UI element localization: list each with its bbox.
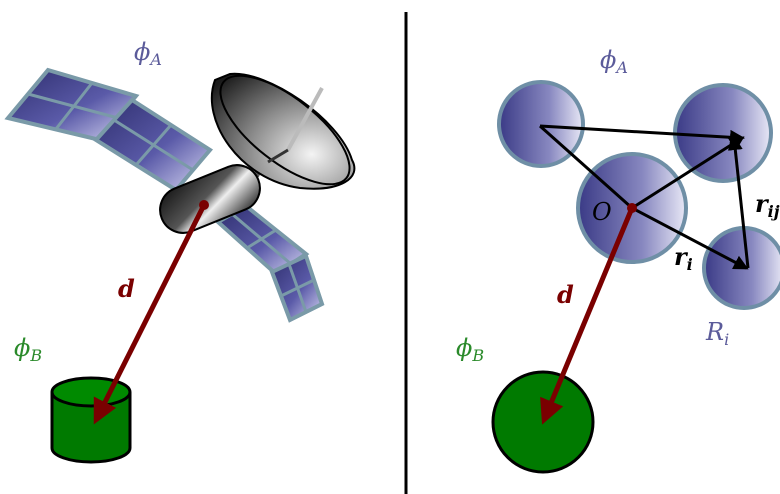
cylinder-target-icon (50, 376, 132, 464)
sphere-target-icon (491, 370, 595, 474)
origin-dot-left (199, 200, 209, 210)
origin-dot-right (627, 203, 637, 213)
dish-antenna-icon (210, 72, 356, 190)
satellite-icon (159, 164, 261, 234)
r-i-label: ri (674, 242, 693, 274)
radius-label: Ri (705, 318, 729, 349)
phi-a-label-right: ϕA (600, 46, 628, 77)
sphere-bottom-right (702, 226, 780, 310)
sphere-top-right (673, 83, 773, 183)
origin-label: O (592, 198, 612, 226)
d-label-left: d (118, 274, 135, 303)
solar-panel-left (4, 67, 214, 193)
vector-line-3 (631, 136, 745, 210)
d-label-right: d (557, 280, 574, 309)
distance-arrow-left (93, 203, 207, 425)
r-ij-label: rij (755, 189, 780, 221)
vector-line-2 (539, 124, 745, 145)
left-panel: ϕA ϕB d (4, 38, 356, 464)
r-i-arrow (631, 206, 749, 270)
phi-b-label-left: ϕB (14, 334, 42, 365)
vector-line-1 (539, 124, 633, 210)
phi-a-label-left: ϕA (134, 38, 162, 69)
right-panel: ϕA ϕB d O ri rij Ri (456, 46, 780, 474)
distance-arrow-right (540, 207, 635, 425)
solar-panel-right (214, 203, 325, 323)
r-ij-arrow (727, 135, 750, 269)
phi-b-label-right: ϕB (456, 334, 484, 365)
